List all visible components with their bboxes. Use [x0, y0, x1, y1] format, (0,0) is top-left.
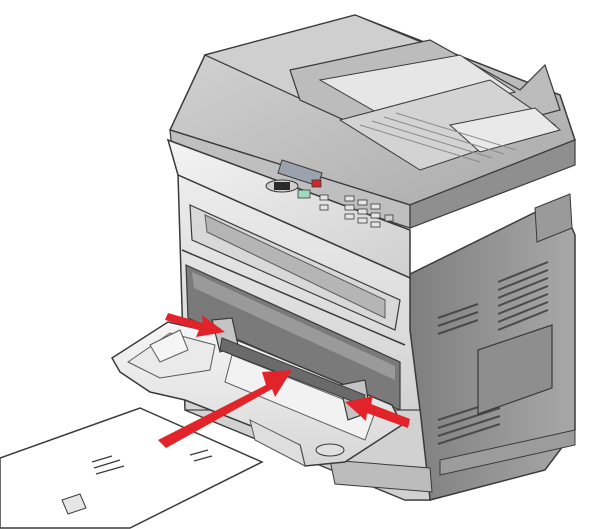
start-button: [297, 189, 311, 199]
side-vent-grille: [437, 261, 549, 445]
insert-arrow: [158, 370, 292, 448]
envelope: [0, 407, 264, 529]
numeric-keypad: [319, 194, 394, 228]
guide-right-arrow: [345, 396, 410, 428]
guide-left-arrow: [165, 313, 225, 337]
scanner-lid: [168, 14, 576, 229]
stop-button: [311, 179, 322, 188]
control-panel: [166, 138, 411, 280]
printer-side-panel: [397, 193, 576, 501]
envelope-address-lines: [91, 449, 213, 475]
